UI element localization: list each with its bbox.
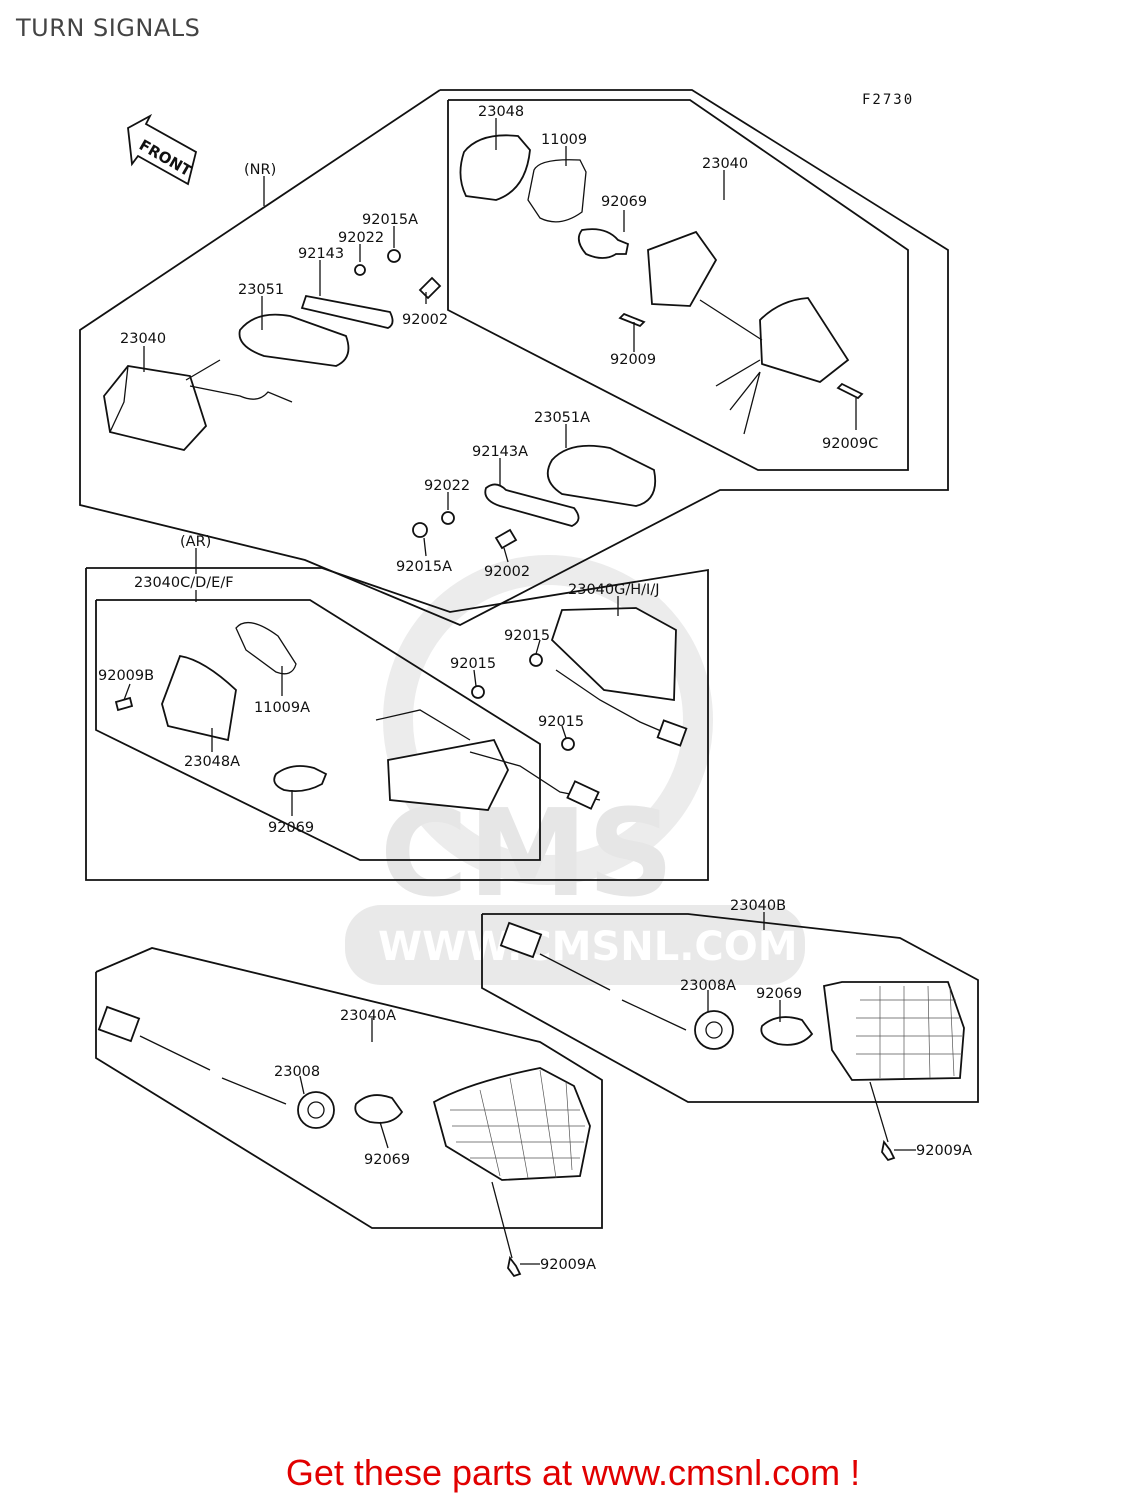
label-92009C: 92009C (822, 436, 878, 452)
label-92143A: 92143A (472, 444, 528, 460)
label-92009A-b: 92009A (916, 1143, 972, 1159)
socket-23008 (297, 1091, 335, 1129)
label-92069-ar: 92069 (268, 820, 314, 836)
label-23051A: 23051A (534, 410, 590, 426)
seal-23051A (546, 444, 657, 507)
nut-92015A-mid (412, 522, 428, 538)
label-23008A: 23008A (680, 978, 736, 994)
bulb-92069-top (577, 228, 630, 259)
bulb-92069-ar (273, 765, 328, 793)
lamp-body-23040-top (759, 297, 850, 383)
lens-23048A (161, 654, 237, 742)
lens-23040A (432, 1067, 591, 1181)
nr-region-outline (79, 89, 949, 626)
screw-92009A-b (881, 1139, 896, 1162)
label-23040GHIJ: 23040G/H/I/J (568, 582, 659, 598)
page-title: TURN SIGNALS (16, 14, 201, 42)
gasket-11009A (235, 621, 297, 675)
label-23040A: 23040A (340, 1008, 396, 1024)
connector-23040B (499, 921, 543, 959)
label-23008: 23008 (274, 1064, 320, 1080)
screw-92009B (114, 696, 134, 712)
connector-ar-left (566, 780, 600, 810)
label-23040CDEF: 23040C/D/E/F (134, 575, 234, 591)
plate-92143A (484, 483, 580, 527)
label-92009A-a: 92009A (540, 1257, 596, 1273)
gasket-11009 (527, 159, 587, 223)
watermark-url: WWW.CMSNL.COM (378, 924, 798, 970)
label-11009: 11009 (541, 132, 587, 148)
label-23040-left: 23040 (120, 331, 166, 347)
screw-92009 (618, 312, 646, 328)
screw-92009A-a (507, 1255, 522, 1278)
label-92009B: 92009B (98, 668, 154, 684)
washer-92022-top (354, 264, 366, 276)
bulb-92069-a (354, 1094, 404, 1124)
label-11009A: 11009A (254, 700, 310, 716)
label-23048: 23048 (478, 104, 524, 120)
lamp-23040-left (103, 359, 293, 452)
leader-lines (123, 118, 916, 1265)
label-23051: 23051 (238, 282, 284, 298)
lamp-housing-23040GHIJ (550, 607, 677, 702)
ar-inner-box (95, 599, 541, 861)
label-92022-top: 92022 (338, 230, 384, 246)
box-23040A (95, 947, 603, 1229)
socket-23008A (694, 1010, 734, 1050)
cta-link[interactable]: Get these parts at www.cmsnl.com ! (285, 1452, 861, 1493)
ar-region-outline (85, 567, 709, 881)
screw-92009C (836, 382, 864, 400)
label-92015A-top: 92015A (362, 212, 418, 228)
label-92015A-mid: 92015A (396, 559, 452, 575)
bolt-92002-top (418, 276, 442, 300)
lens-23048 (459, 134, 531, 201)
label-23048A: 23048A (184, 754, 240, 770)
figure-code: F2730 (862, 92, 914, 108)
lens-23040B (823, 981, 965, 1081)
plate-92143 (300, 294, 394, 329)
front-arrow: FRONT (127, 113, 198, 186)
label-92015-a: 92015 (504, 628, 550, 644)
watermark-brand: CMS (380, 785, 674, 924)
lamp-housing-23040CDEF (387, 738, 509, 811)
label-92069-top: 92069 (601, 194, 647, 210)
nut-92015-c (561, 737, 575, 751)
nut-92015-a (529, 653, 543, 667)
nr-inner-box (447, 99, 909, 471)
label-92069-b: 92069 (756, 986, 802, 1002)
label-92015-b: 92015 (450, 656, 496, 672)
label-92002-top: 92002 (402, 312, 448, 328)
label-92015-c: 92015 (538, 714, 584, 730)
label-23040B: 23040B (730, 898, 786, 914)
connector-ar-right (656, 719, 688, 747)
bolt-92002-mid (494, 528, 518, 550)
lamp-housing-23040-top (647, 230, 718, 307)
connector-23040A (97, 1005, 141, 1043)
watermark: CMS WWW.CMSNL.COM (345, 555, 805, 985)
seal-23051 (238, 313, 350, 367)
box-23040B (481, 913, 979, 1103)
label-23040-top: 23040 (702, 156, 748, 172)
bulb-92069-b (760, 1016, 814, 1046)
washer-92022-mid (441, 511, 455, 525)
label-92143: 92143 (298, 246, 344, 262)
group-label-ar: (AR) (180, 534, 211, 550)
label-92002-mid: 92002 (484, 564, 530, 580)
group-label-nr: (NR) (244, 162, 276, 178)
label-92069-a: 92069 (364, 1152, 410, 1168)
label-92022-mid: 92022 (424, 478, 470, 494)
nut-92015-b (471, 685, 485, 699)
label-92009: 92009 (610, 352, 656, 368)
nut-92015A-top (387, 249, 401, 263)
